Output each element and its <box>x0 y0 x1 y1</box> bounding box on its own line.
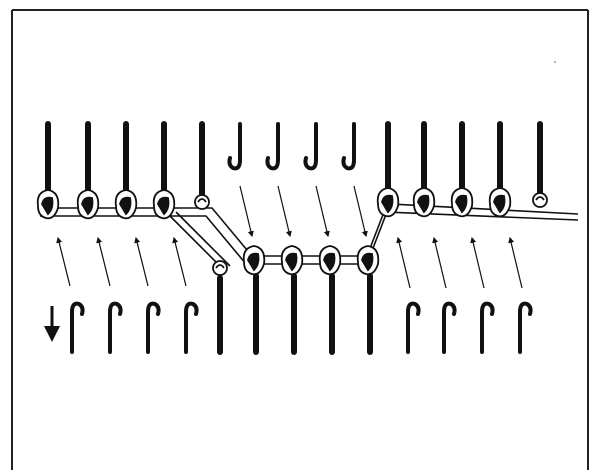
arrow-up <box>472 238 484 288</box>
arrow-down <box>278 186 290 236</box>
lower-needle-bed <box>72 276 531 352</box>
stitch-loop <box>358 246 379 274</box>
upper-needle-hook <box>305 124 316 168</box>
lower-needle-hook <box>110 304 121 352</box>
arrow-down <box>354 186 366 236</box>
upper-needle-hook <box>343 124 354 168</box>
lower-needle-hook <box>72 304 83 352</box>
lower-needle-hook <box>148 304 159 352</box>
stitch-loop <box>116 190 137 218</box>
stitch-loop <box>244 246 265 274</box>
arrow-up <box>510 238 522 288</box>
arrow-down <box>316 186 328 236</box>
arrow-up <box>136 238 148 286</box>
stitch-loop <box>282 246 303 274</box>
arrow-up <box>98 238 110 286</box>
upper-stitches <box>38 188 547 218</box>
arrow-up <box>174 238 186 286</box>
lower-needle-hook <box>186 304 197 352</box>
lower-stitches <box>213 246 378 275</box>
stitch-loop <box>378 188 399 216</box>
stitch-loop <box>320 246 341 274</box>
stitch-loop <box>414 188 435 216</box>
scan-speck <box>554 61 556 63</box>
stitch-loop <box>154 190 175 218</box>
stitch-loop <box>38 190 59 218</box>
upper-needle-bed <box>48 124 540 196</box>
arrow-down <box>240 186 252 236</box>
direction-arrow-down <box>44 306 60 342</box>
empty-loop <box>195 195 209 209</box>
arrow-up <box>434 238 446 288</box>
arrow-up <box>398 238 410 288</box>
lower-needle-hook <box>520 304 531 352</box>
arrow-up <box>58 238 70 286</box>
stitch-loop <box>452 188 473 216</box>
empty-loop <box>213 261 227 275</box>
upper-needle-hook <box>229 124 240 168</box>
empty-loop <box>533 193 547 207</box>
stitch-loop <box>78 190 99 218</box>
upper-needle-hook <box>267 124 278 168</box>
stitch-loop <box>490 188 511 216</box>
lower-needle-hook <box>444 304 455 352</box>
lower-needle-hook <box>482 304 493 352</box>
lower-needle-hook <box>408 304 419 352</box>
